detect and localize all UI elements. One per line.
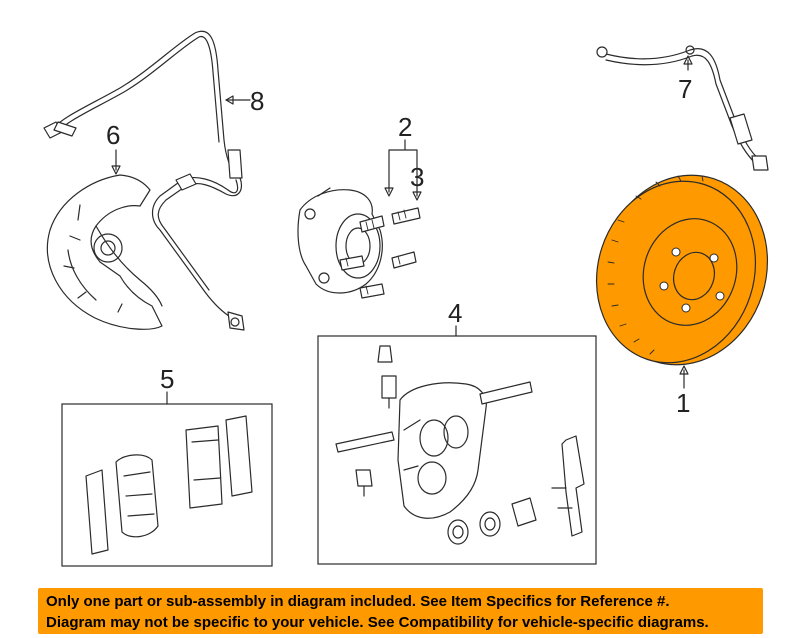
disclaimer-line-2: Diagram may not be specific to your vehi… <box>46 614 709 631</box>
disclaimer-line-1: Only one part or sub-assembly in diagram… <box>46 593 670 610</box>
part-1-brake-rotor <box>595 174 769 366</box>
part-5-brake-pads <box>85 415 253 555</box>
disclaimer-banner: Only one part or sub-assembly in diagram… <box>38 588 763 634</box>
part-4-caliper-assembly <box>335 345 585 545</box>
part-3-wheel-studs <box>339 207 421 299</box>
callout-4: 4 <box>448 298 462 328</box>
exploded-parts-diagram: 8 6 2 3 <box>43 30 769 567</box>
part-8-brake-line <box>43 30 251 331</box>
part-6-splash-shield <box>46 174 163 330</box>
callout-8: 8 <box>250 86 264 116</box>
part-2-hub-bearing <box>297 187 383 294</box>
callout-7: 7 <box>678 74 692 104</box>
callout-2: 2 <box>398 112 412 142</box>
callout-5: 5 <box>160 364 174 394</box>
brake-pads-frame <box>61 403 273 567</box>
part-7-brake-hose <box>596 45 769 171</box>
caliper-assembly-frame <box>317 335 597 565</box>
callout-1: 1 <box>676 388 690 418</box>
callout-6: 6 <box>106 120 120 150</box>
